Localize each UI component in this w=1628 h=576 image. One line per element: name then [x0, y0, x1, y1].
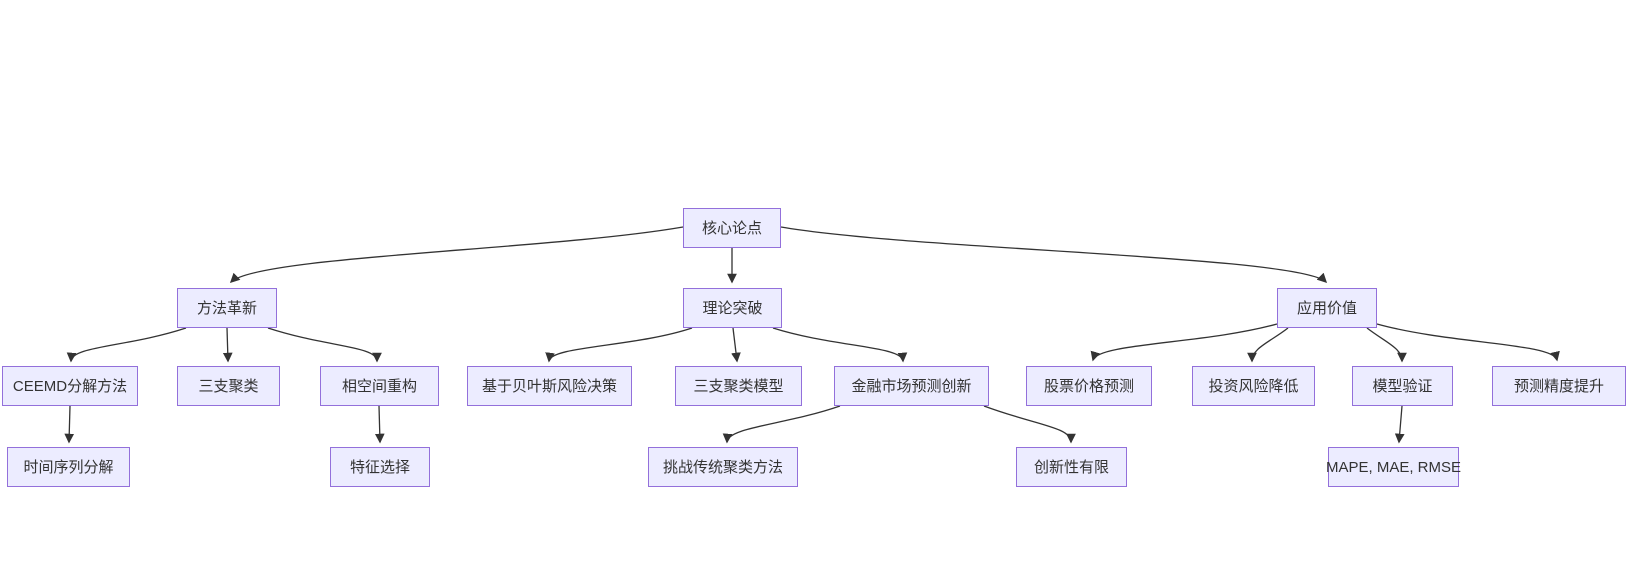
node-bayes-risk-label: 基于贝叶斯风险决策 — [481, 377, 617, 395]
edge-core-application — [780, 226, 1328, 284]
edge-phase-space-feature — [374, 405, 385, 444]
node-feature-sel: 特征选择 — [330, 447, 430, 487]
node-phase-space-label: 相空间重构 — [341, 377, 417, 395]
node-feature-sel-label: 特征选择 — [349, 458, 410, 476]
node-application: 应用价值 — [1277, 288, 1377, 328]
node-three-way-model-label: 三支聚类模型 — [693, 377, 784, 395]
node-fin-innovation-label: 金融市场预测创新 — [851, 377, 972, 395]
node-metrics-label: MAPE, MAE, RMSE — [1325, 458, 1462, 476]
edge-method-ceemd — [66, 327, 187, 363]
node-phase-space: 相空间重构 — [320, 366, 439, 406]
edge-application-validation — [1366, 327, 1407, 363]
node-limited-innovation-label: 创新性有限 — [1033, 458, 1109, 476]
edge-core-method — [229, 226, 684, 284]
node-metrics: MAPE, MAE, RMSE — [1325, 447, 1462, 487]
edge-application-risk — [1247, 327, 1289, 363]
node-stock-pred-label: 股票价格预测 — [1043, 377, 1134, 395]
node-three-way-model: 三支聚类模型 — [675, 366, 802, 406]
edge-theory-fin-innovation — [772, 327, 908, 363]
node-challenge: 挑战传统聚类方法 — [648, 447, 798, 487]
edge-theory-three-way-model — [731, 327, 741, 363]
edge-method-three-way — [222, 327, 233, 363]
node-risk-reduction-label: 投资风险降低 — [1208, 377, 1299, 395]
node-accuracy-label: 预测精度提升 — [1513, 377, 1604, 395]
edge-application-stock — [1090, 323, 1278, 362]
node-application-label: 应用价值 — [1296, 299, 1357, 317]
node-three-way: 三支聚类 — [177, 366, 280, 406]
node-ceemd-label: CEEMD分解方法 — [12, 377, 128, 395]
node-method-label: 方法革新 — [196, 299, 257, 317]
node-method: 方法革新 — [177, 288, 277, 328]
edge-fin-innovation-challenge — [722, 405, 841, 444]
edge-method-phase-space — [267, 327, 382, 363]
node-challenge-label: 挑战传统聚类方法 — [662, 458, 783, 476]
node-theory-label: 理论突破 — [702, 299, 763, 317]
edge-application-accuracy — [1376, 323, 1560, 362]
node-limited-innovation: 创新性有限 — [1016, 447, 1127, 487]
node-ceemd: CEEMD分解方法 — [2, 366, 138, 406]
node-three-way-label: 三支聚类 — [198, 377, 259, 395]
node-time-series: 时间序列分解 — [7, 447, 130, 487]
node-theory: 理论突破 — [683, 288, 782, 328]
edge-ceemd-time-series — [64, 405, 75, 444]
edge-theory-bayes — [545, 327, 693, 363]
node-stock-pred: 股票价格预测 — [1026, 366, 1152, 406]
node-model-validation: 模型验证 — [1352, 366, 1453, 406]
node-core-label: 核心论点 — [701, 219, 762, 237]
node-fin-innovation: 金融市场预测创新 — [834, 366, 989, 406]
node-accuracy: 预测精度提升 — [1492, 366, 1626, 406]
node-core: 核心论点 — [683, 208, 781, 248]
node-bayes-risk: 基于贝叶斯风险决策 — [467, 366, 632, 406]
node-model-validation-label: 模型验证 — [1372, 377, 1433, 395]
edge-validation-metrics — [1394, 405, 1405, 444]
node-time-series-label: 时间序列分解 — [23, 458, 114, 476]
node-risk-reduction: 投资风险降低 — [1192, 366, 1315, 406]
edge-fin-innovation-limited — [983, 405, 1076, 444]
